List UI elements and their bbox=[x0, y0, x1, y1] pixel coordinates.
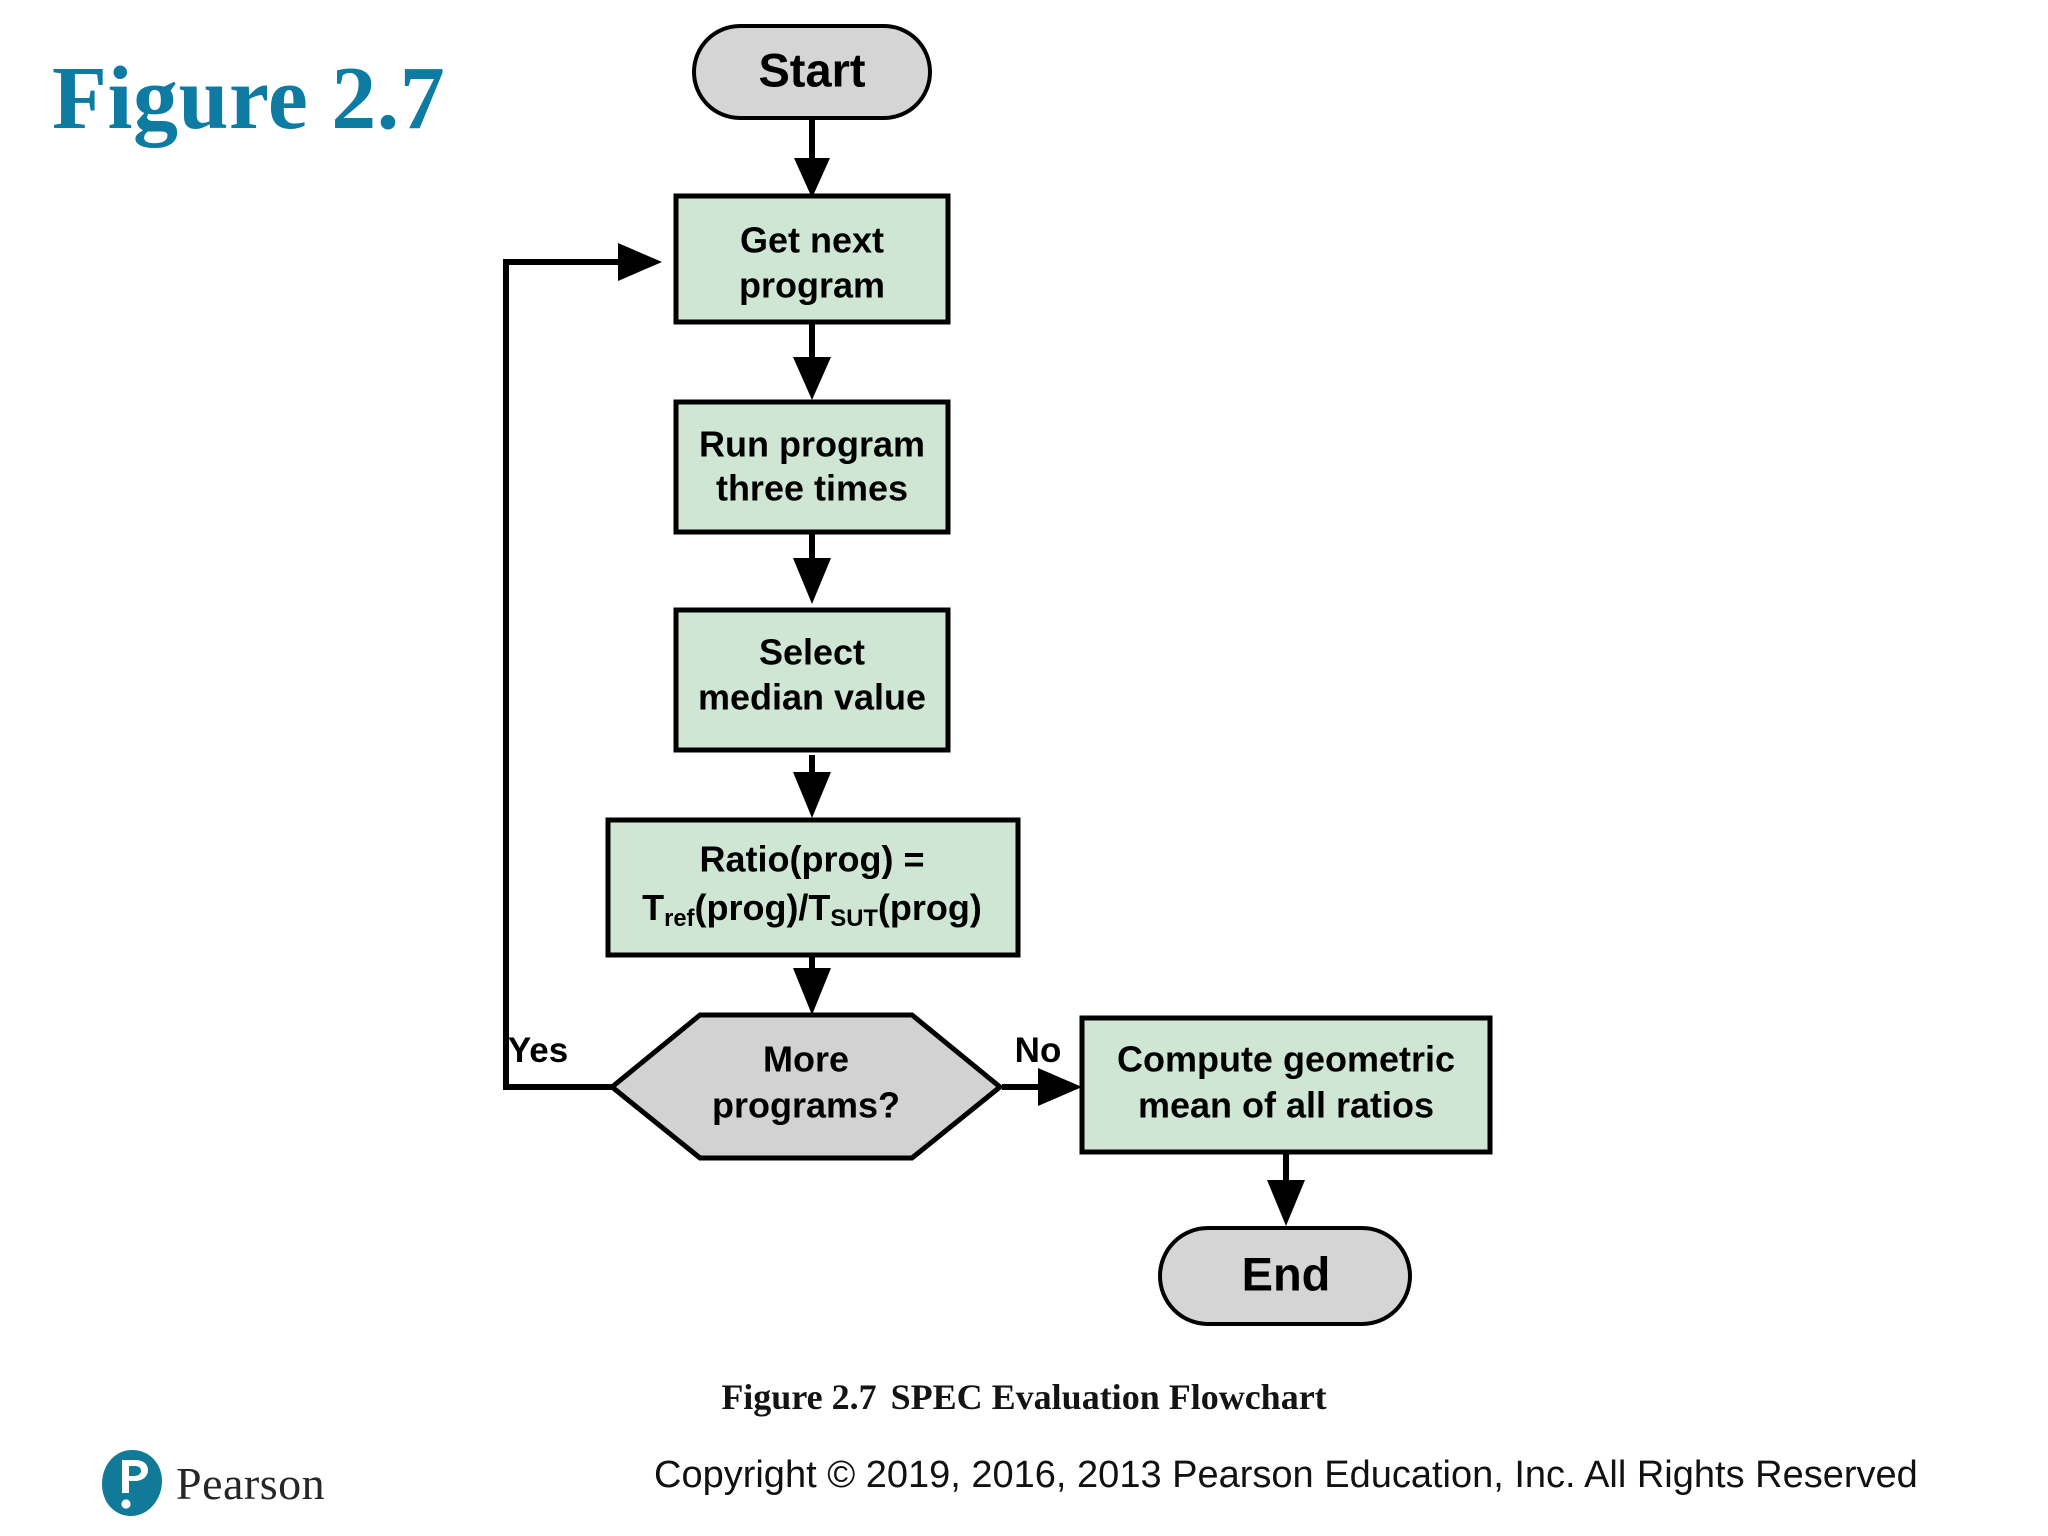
node-end[interactable]: End bbox=[1158, 1226, 1412, 1326]
connector-select-to-ratio bbox=[793, 755, 831, 818]
node-get-next-program-line2: program bbox=[739, 265, 885, 306]
node-compute-geomean-line1: Compute geometric bbox=[1117, 1039, 1455, 1080]
copyright-notice: Copyright © 2019, 2016, 2013 Pearson Edu… bbox=[654, 1454, 1918, 1496]
pearson-wordmark: Pearson bbox=[176, 1457, 326, 1509]
node-decision-line2: programs? bbox=[712, 1085, 900, 1126]
node-ratio-tail: (prog) bbox=[878, 887, 982, 928]
node-ratio-formula[interactable]: Ratio(prog) = Tref(prog)/TSUT(prog) bbox=[605, 817, 1021, 958]
node-run-program-line2: three times bbox=[716, 468, 908, 509]
node-get-next-program-line1: Get next bbox=[740, 220, 884, 261]
connector-compute-to-end bbox=[1267, 1152, 1305, 1226]
figure-caption: Figure 2.7 SPEC Evaluation Flowchart bbox=[0, 1376, 2048, 1418]
node-select-median-line1: Select bbox=[759, 632, 865, 673]
node-compute-geomean-line2: mean of all ratios bbox=[1138, 1085, 1434, 1126]
page-title: Figure 2.7 bbox=[52, 49, 446, 148]
node-select-median[interactable]: Select median value bbox=[673, 607, 951, 753]
node-decision-more-programs[interactable]: More programs? bbox=[608, 1012, 1004, 1161]
node-compute-geomean[interactable]: Compute geometric mean of all ratios bbox=[1079, 1015, 1493, 1155]
connector-start-to-getnext bbox=[794, 116, 830, 198]
node-ratio-line1: Ratio(prog) = bbox=[700, 839, 925, 880]
connector-ratio-to-decision bbox=[793, 955, 831, 1015]
connector-getnext-to-run bbox=[793, 322, 831, 400]
connector-run-to-select bbox=[793, 532, 831, 604]
node-ratio-line2: Tref(prog)/TSUT(prog) bbox=[642, 887, 982, 933]
connector-yes-feedback-loop bbox=[503, 243, 662, 1090]
edge-label-yes: Yes bbox=[508, 1031, 568, 1070]
connector-no-to-compute bbox=[1002, 1068, 1082, 1106]
node-run-program-line1: Run program bbox=[699, 424, 925, 465]
node-select-median-line2: median value bbox=[698, 677, 926, 718]
node-get-next-program[interactable]: Get next program bbox=[673, 193, 951, 325]
figure-caption-text: SPEC Evaluation Flowchart bbox=[890, 1377, 1327, 1417]
node-ratio-sub-sut: SUT bbox=[830, 905, 878, 932]
node-run-program[interactable]: Run program three times bbox=[673, 399, 951, 535]
node-ratio-mid: (prog)/T bbox=[694, 887, 830, 928]
node-start-label: Start bbox=[758, 43, 865, 96]
edge-label-no: No bbox=[1015, 1031, 1062, 1070]
pearson-p-icon bbox=[102, 1450, 162, 1516]
footer: Pearson Copyright © 2019, 2016, 2013 Pea… bbox=[0, 1444, 2048, 1536]
node-ratio-sub-ref: ref bbox=[664, 905, 694, 932]
flowchart-diagram: Start Get next program Run program three… bbox=[503, 24, 1493, 1326]
node-end-label: End bbox=[1242, 1247, 1331, 1300]
node-start[interactable]: Start bbox=[692, 24, 932, 120]
figure-caption-number: Figure 2.7 bbox=[721, 1377, 877, 1417]
node-decision-line1: More bbox=[763, 1039, 849, 1080]
pearson-logo: Pearson bbox=[100, 1448, 325, 1518]
node-ratio-t1: T bbox=[642, 887, 664, 928]
